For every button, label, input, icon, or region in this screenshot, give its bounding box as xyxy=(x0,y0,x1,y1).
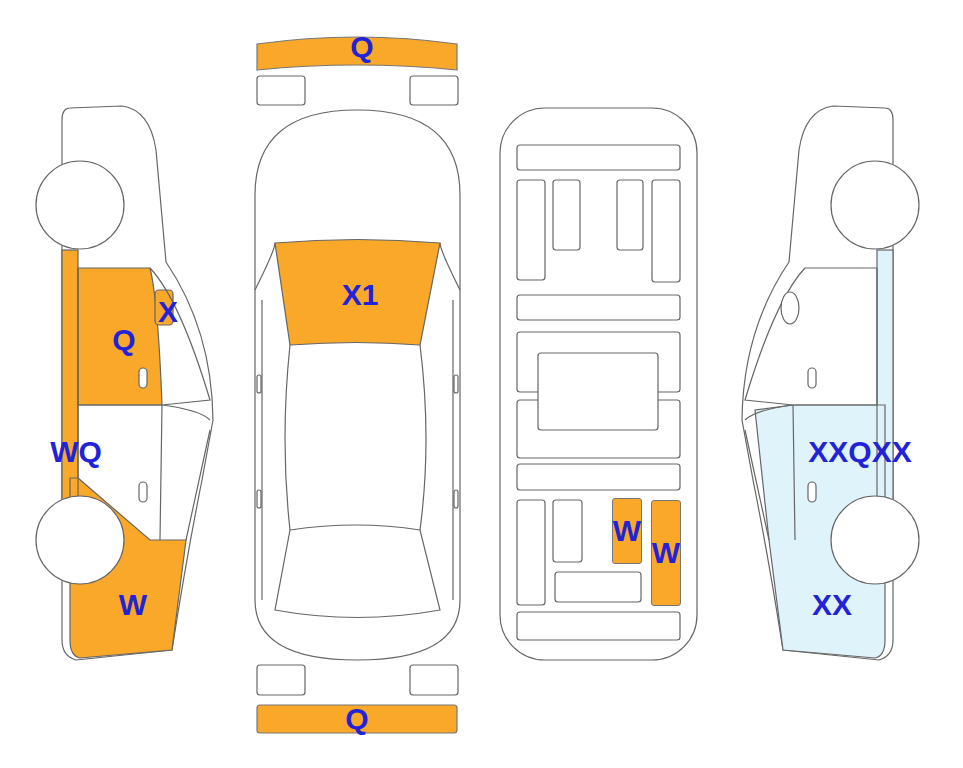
underbody-panel: W xyxy=(612,498,642,564)
damage-code: W xyxy=(652,538,680,568)
headlight xyxy=(257,76,305,105)
rear-bumper xyxy=(257,705,457,733)
car-top-body xyxy=(255,110,460,660)
damage-mark: Q xyxy=(348,31,375,63)
handle xyxy=(454,490,458,508)
damage-mark: WQ xyxy=(48,436,104,468)
mirror xyxy=(257,375,261,393)
roof-line xyxy=(285,345,426,530)
underbody xyxy=(500,108,697,660)
handle xyxy=(257,490,261,508)
side-line xyxy=(262,300,453,600)
mirror xyxy=(454,375,458,393)
damage-mark: XXQXX xyxy=(806,436,913,468)
taillight xyxy=(257,665,305,695)
damage-code: W xyxy=(613,516,641,546)
damage-mark: XX xyxy=(810,589,854,621)
rear-window xyxy=(275,525,440,618)
windshield xyxy=(275,240,440,346)
damage-code: Q xyxy=(112,325,135,355)
damage-code: X xyxy=(158,297,178,327)
damage-mark: X xyxy=(156,296,180,328)
damage-mark: X1 xyxy=(340,279,381,311)
damage-code: W xyxy=(119,590,147,620)
damage-code: Q xyxy=(350,32,373,62)
damage-code: XX xyxy=(812,590,852,620)
damage-code: X1 xyxy=(342,280,379,310)
damage-code: XXQXX xyxy=(808,437,911,467)
left-side-view xyxy=(36,106,213,660)
damage-code: WQ xyxy=(50,437,102,467)
damage-code: Q xyxy=(345,704,368,734)
damage-mark: Q xyxy=(110,324,137,356)
damage-mark: W xyxy=(117,589,149,621)
right-side-view xyxy=(742,106,919,660)
underbody-panel: W xyxy=(651,500,681,606)
headlight xyxy=(410,76,458,105)
underbody-parts xyxy=(517,145,680,640)
taillight xyxy=(410,665,458,695)
damage-mark: Q xyxy=(343,703,370,735)
